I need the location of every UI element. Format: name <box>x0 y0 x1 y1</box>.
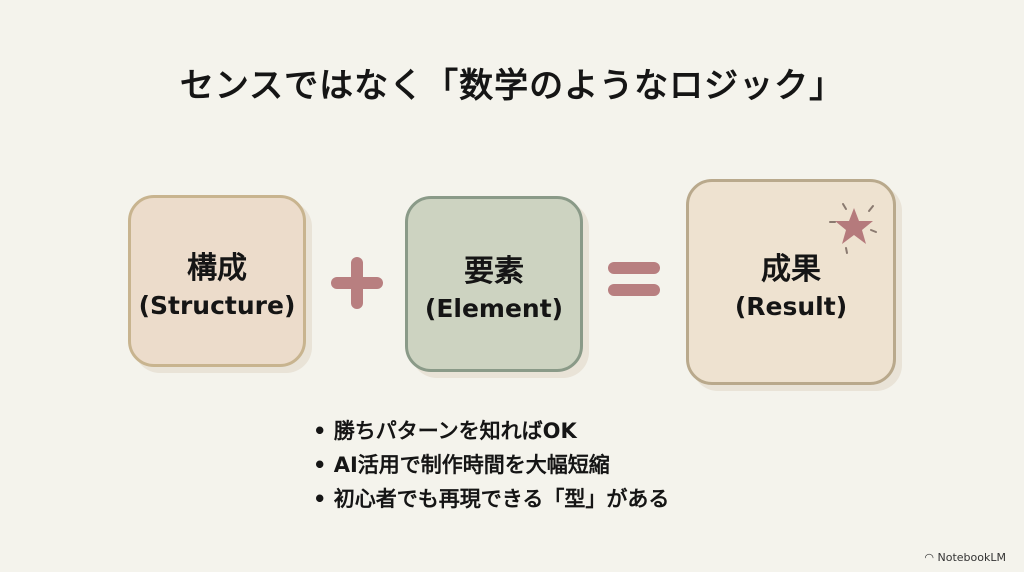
notebooklm-logo-icon: ◠ <box>924 551 938 564</box>
sparkle-star-icon <box>829 203 877 254</box>
slide-title: センスではなく「数学のようなロジック」 <box>179 66 845 106</box>
structure-label-jp: 構成 <box>187 250 247 286</box>
bullet-item: 勝ちパターンを知ればOK <box>313 414 669 448</box>
notebooklm-watermark: ◠ NotebookLM <box>924 551 1006 564</box>
element-label-jp: 要素 <box>464 253 524 289</box>
element-box: 要素 (Element) <box>405 196 583 372</box>
plus-icon <box>331 257 383 309</box>
bullet-item: 初心者でも再現できる「型」がある <box>313 482 670 516</box>
result-label-en: (Result) <box>734 291 848 321</box>
structure-box: 構成 (Structure) <box>128 195 306 367</box>
equals-icon <box>608 262 660 296</box>
element-label-en: (Element) <box>424 293 564 323</box>
result-label-jp: 成果 <box>761 251 821 287</box>
watermark-text: NotebookLM <box>937 551 1006 564</box>
result-box: 成果 (Result) <box>686 179 896 385</box>
bullet-list: 勝ちパターンを知ればOK AI活用で制作時間を大幅短縮 初心者でも再現できる「型… <box>313 414 670 516</box>
bullet-item: AI活用で制作時間を大幅短縮 <box>313 448 669 482</box>
structure-label-en: (Structure) <box>138 290 296 320</box>
